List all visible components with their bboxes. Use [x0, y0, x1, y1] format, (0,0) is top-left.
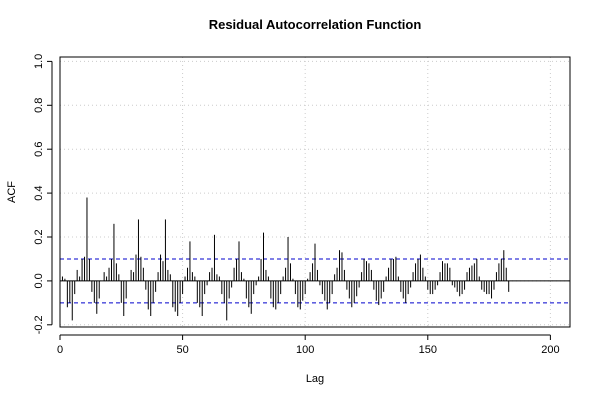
- y-tick-label-4: 0.6: [33, 142, 45, 157]
- y-tick-label-3: 0.4: [33, 185, 45, 200]
- y-tick-label-1: 0.0: [33, 273, 45, 288]
- x-tick-label-2: 100: [296, 344, 314, 356]
- x-axis: 0 50 100 150 200: [57, 334, 560, 356]
- y-tick-label-6: 1.0: [33, 54, 45, 69]
- plot-frame: [59, 56, 571, 328]
- y-axis: -0.2 0.0 0.2 0.4 0.6 0.8 1.0: [33, 54, 53, 334]
- y-tick-label-5: 0.8: [33, 98, 45, 113]
- chart-title: Residual Autocorrelation Function: [209, 17, 422, 32]
- y-tick-label-2: 0.2: [33, 229, 45, 244]
- x-tick-label-1: 50: [176, 344, 188, 356]
- y-axis-title: ACF: [6, 181, 18, 203]
- acf-bars: [59, 61, 510, 321]
- y-tick-label-0: -0.2: [33, 315, 45, 334]
- x-tick-label-0: 0: [57, 344, 63, 356]
- x-axis-title: Lag: [306, 373, 324, 385]
- x-tick-label-4: 200: [541, 344, 559, 356]
- x-tick-label-3: 150: [419, 344, 437, 356]
